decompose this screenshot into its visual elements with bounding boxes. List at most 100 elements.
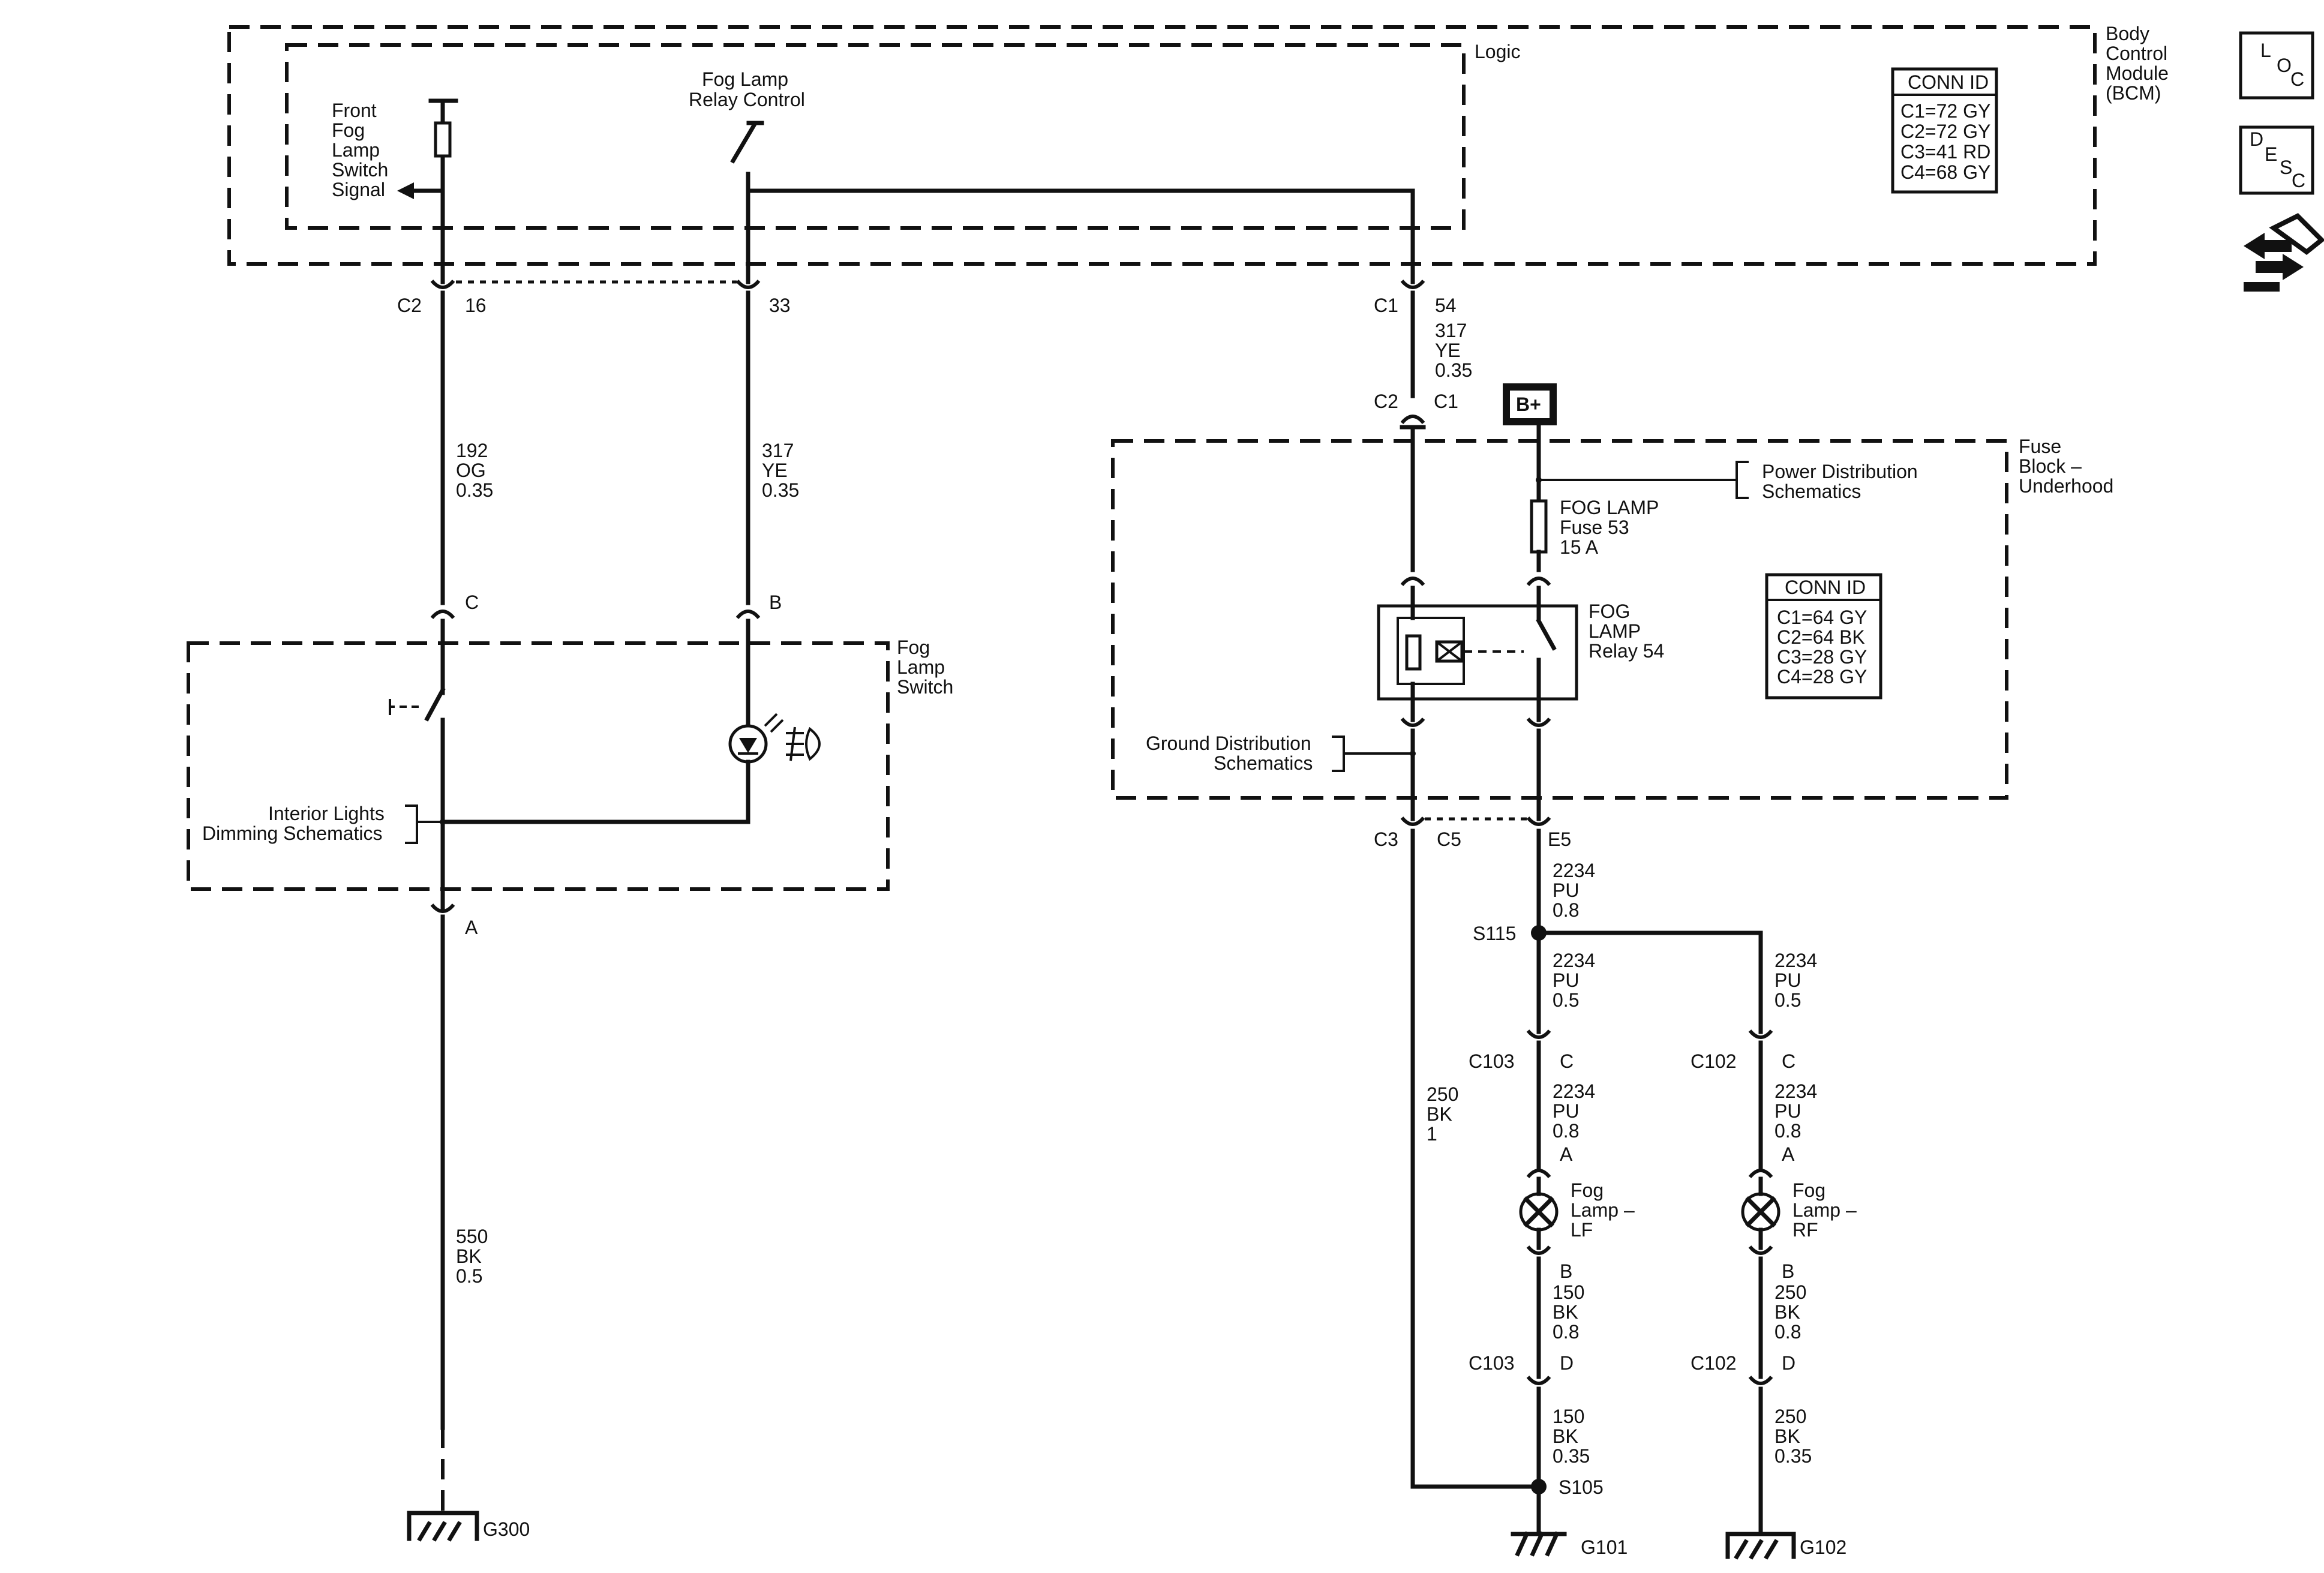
indicator-led-icon bbox=[728, 619, 784, 824]
bcm-conn-id-table: CONN ID C1=72 GY C2=72 GY C3=41 RD C4=68… bbox=[1891, 67, 1998, 194]
svg-text:YE: YE bbox=[1435, 340, 1461, 361]
svg-text:0.35: 0.35 bbox=[762, 479, 799, 501]
svg-text:FOG: FOG bbox=[1589, 601, 1630, 622]
fog-lamp-relay-control: Fog Lamp Relay Control bbox=[689, 68, 1415, 284]
svg-text:C2: C2 bbox=[1374, 391, 1398, 412]
svg-text:0.35: 0.35 bbox=[1553, 1445, 1590, 1467]
svg-text:Fuse: Fuse bbox=[2019, 436, 2061, 457]
svg-text:150: 150 bbox=[1553, 1406, 1584, 1427]
svg-text:C103: C103 bbox=[1469, 1050, 1515, 1072]
svg-text:33: 33 bbox=[769, 295, 791, 316]
svg-text:Power Distribution: Power Distribution bbox=[1762, 461, 1918, 482]
svg-text:E: E bbox=[2265, 143, 2277, 165]
svg-text:S115: S115 bbox=[1473, 923, 1516, 944]
svg-text:G102: G102 bbox=[1800, 1536, 1846, 1558]
svg-text:Lamp: Lamp bbox=[332, 139, 380, 161]
svg-text:B: B bbox=[1560, 1260, 1572, 1282]
front-fog-switch-signal: Front Fog Lamp Switch Signal bbox=[332, 98, 458, 284]
svg-text:0.35: 0.35 bbox=[456, 479, 493, 501]
svg-text:C1: C1 bbox=[1434, 391, 1458, 412]
svg-text:E5: E5 bbox=[1548, 828, 1571, 850]
wire-550-bk: 550 BK 0.5 bbox=[456, 1226, 488, 1287]
svg-text:317: 317 bbox=[1435, 320, 1467, 341]
svg-text:Schematics: Schematics bbox=[1762, 481, 1861, 502]
svg-text:Front: Front bbox=[332, 100, 377, 121]
svg-text:C3=28 GY: C3=28 GY bbox=[1777, 646, 1867, 668]
svg-text:YE: YE bbox=[762, 460, 788, 481]
svg-text:Fog: Fog bbox=[1571, 1179, 1604, 1201]
svg-text:0.8: 0.8 bbox=[1774, 1321, 1801, 1343]
wire-2234-pu-rf-a: 2234 PU 0.5 bbox=[1774, 950, 1817, 1011]
svg-text:2234: 2234 bbox=[1774, 950, 1817, 971]
fog-lamp-lf: A B Fog Lamp – LF bbox=[1519, 1143, 1635, 1282]
svg-text:CONN ID: CONN ID bbox=[1785, 577, 1866, 598]
battery-b-plus: B+ bbox=[1503, 383, 1557, 503]
svg-text:OG: OG bbox=[456, 460, 486, 481]
fuse-block-conn-id-table: CONN ID C1=64 GY C2=64 BK C3=28 GY C4=28… bbox=[1765, 573, 1882, 700]
fog-lamp-rf: A B Fog Lamp – RF bbox=[1741, 1143, 1857, 1282]
svg-text:BK: BK bbox=[1427, 1103, 1452, 1125]
wire-2234-pu-rf-b: 2234 PU 0.8 bbox=[1774, 1080, 1817, 1142]
svg-text:Ground Distribution: Ground Distribution bbox=[1146, 733, 1311, 754]
svg-text:C: C bbox=[1560, 1050, 1574, 1072]
svg-text:15 A: 15 A bbox=[1560, 536, 1599, 558]
power-distribution-ref: Power Distribution Schematics bbox=[1539, 461, 1918, 502]
svg-text:2234: 2234 bbox=[1553, 860, 1595, 881]
svg-text:O: O bbox=[2277, 55, 2292, 76]
svg-text:Control: Control bbox=[2106, 43, 2167, 64]
svg-text:192: 192 bbox=[456, 440, 488, 461]
svg-text:C2: C2 bbox=[397, 295, 422, 316]
svg-text:A: A bbox=[465, 917, 478, 938]
svg-text:C3=41 RD: C3=41 RD bbox=[1900, 141, 1990, 163]
c103-top-connector: C103 C bbox=[1469, 1029, 1574, 1072]
svg-text:C103: C103 bbox=[1469, 1352, 1515, 1374]
svg-text:(BCM): (BCM) bbox=[2106, 82, 2161, 104]
svg-text:A: A bbox=[1782, 1143, 1795, 1165]
svg-text:LF: LF bbox=[1571, 1219, 1593, 1241]
fog-lamp-switch-name: Fog Lamp Switch bbox=[897, 637, 953, 698]
svg-text:0.8: 0.8 bbox=[1774, 1120, 1801, 1142]
wire-250-bk-rf-b: 250 BK 0.35 bbox=[1774, 1406, 1812, 1467]
fog-switch-pin-a: A bbox=[430, 903, 478, 938]
connector-views-icon[interactable] bbox=[2244, 213, 2324, 292]
ground-distribution-ref: Ground Distribution Schematics bbox=[1146, 733, 1413, 774]
svg-text:Block –: Block – bbox=[2019, 455, 2082, 477]
svg-text:C102: C102 bbox=[1691, 1050, 1737, 1072]
ground-g300: G300 bbox=[407, 1511, 530, 1542]
svg-text:BK: BK bbox=[1553, 1425, 1578, 1447]
fuse-block-bottom-connectors: C3 C5 E5 bbox=[1374, 816, 1571, 850]
svg-text:250: 250 bbox=[1774, 1406, 1806, 1427]
svg-text:B: B bbox=[769, 592, 782, 613]
svg-text:1: 1 bbox=[1427, 1123, 1437, 1145]
svg-text:A: A bbox=[1560, 1143, 1573, 1165]
relay-54: FOG LAMP Relay 54 bbox=[1377, 577, 1664, 727]
svg-text:Module: Module bbox=[2106, 62, 2169, 84]
svg-text:B+: B+ bbox=[1516, 394, 1541, 415]
svg-text:2234: 2234 bbox=[1774, 1080, 1817, 1102]
fuse-53: FOG LAMP Fuse 53 15 A bbox=[1530, 497, 1659, 558]
svg-text:0.8: 0.8 bbox=[1553, 899, 1579, 921]
svg-text:CONN ID: CONN ID bbox=[1908, 71, 1989, 93]
loc-icon[interactable]: L O C bbox=[2239, 31, 2314, 100]
svg-text:BK: BK bbox=[1774, 1301, 1800, 1323]
svg-text:Underhood: Underhood bbox=[2019, 475, 2113, 497]
svg-text:550: 550 bbox=[456, 1226, 488, 1247]
svg-text:Body: Body bbox=[2106, 23, 2149, 44]
svg-text:250: 250 bbox=[1774, 1281, 1806, 1303]
wire-150-bk-a: 150 BK 0.8 bbox=[1553, 1281, 1584, 1343]
svg-text:C2=72 GY: C2=72 GY bbox=[1900, 121, 1990, 142]
svg-text:C2=64 BK: C2=64 BK bbox=[1777, 626, 1865, 648]
svg-text:0.35: 0.35 bbox=[1774, 1445, 1812, 1467]
fog-switch-pin-b: B bbox=[735, 592, 782, 620]
desc-icon[interactable]: D E S C bbox=[2239, 125, 2314, 195]
svg-text:Lamp: Lamp bbox=[897, 656, 945, 678]
svg-text:Fog: Fog bbox=[1792, 1179, 1825, 1201]
c102-bottom-connector: C102 D bbox=[1691, 1352, 1795, 1385]
wire-2234-pu-e5: 2234 PU 0.8 bbox=[1553, 860, 1595, 921]
svg-text:Relay 54: Relay 54 bbox=[1589, 640, 1664, 662]
svg-text:C5: C5 bbox=[1437, 828, 1461, 850]
svg-text:0.5: 0.5 bbox=[1774, 989, 1801, 1011]
svg-text:Schematics: Schematics bbox=[1214, 752, 1313, 774]
svg-text:Dimming Schematics: Dimming Schematics bbox=[202, 822, 383, 844]
